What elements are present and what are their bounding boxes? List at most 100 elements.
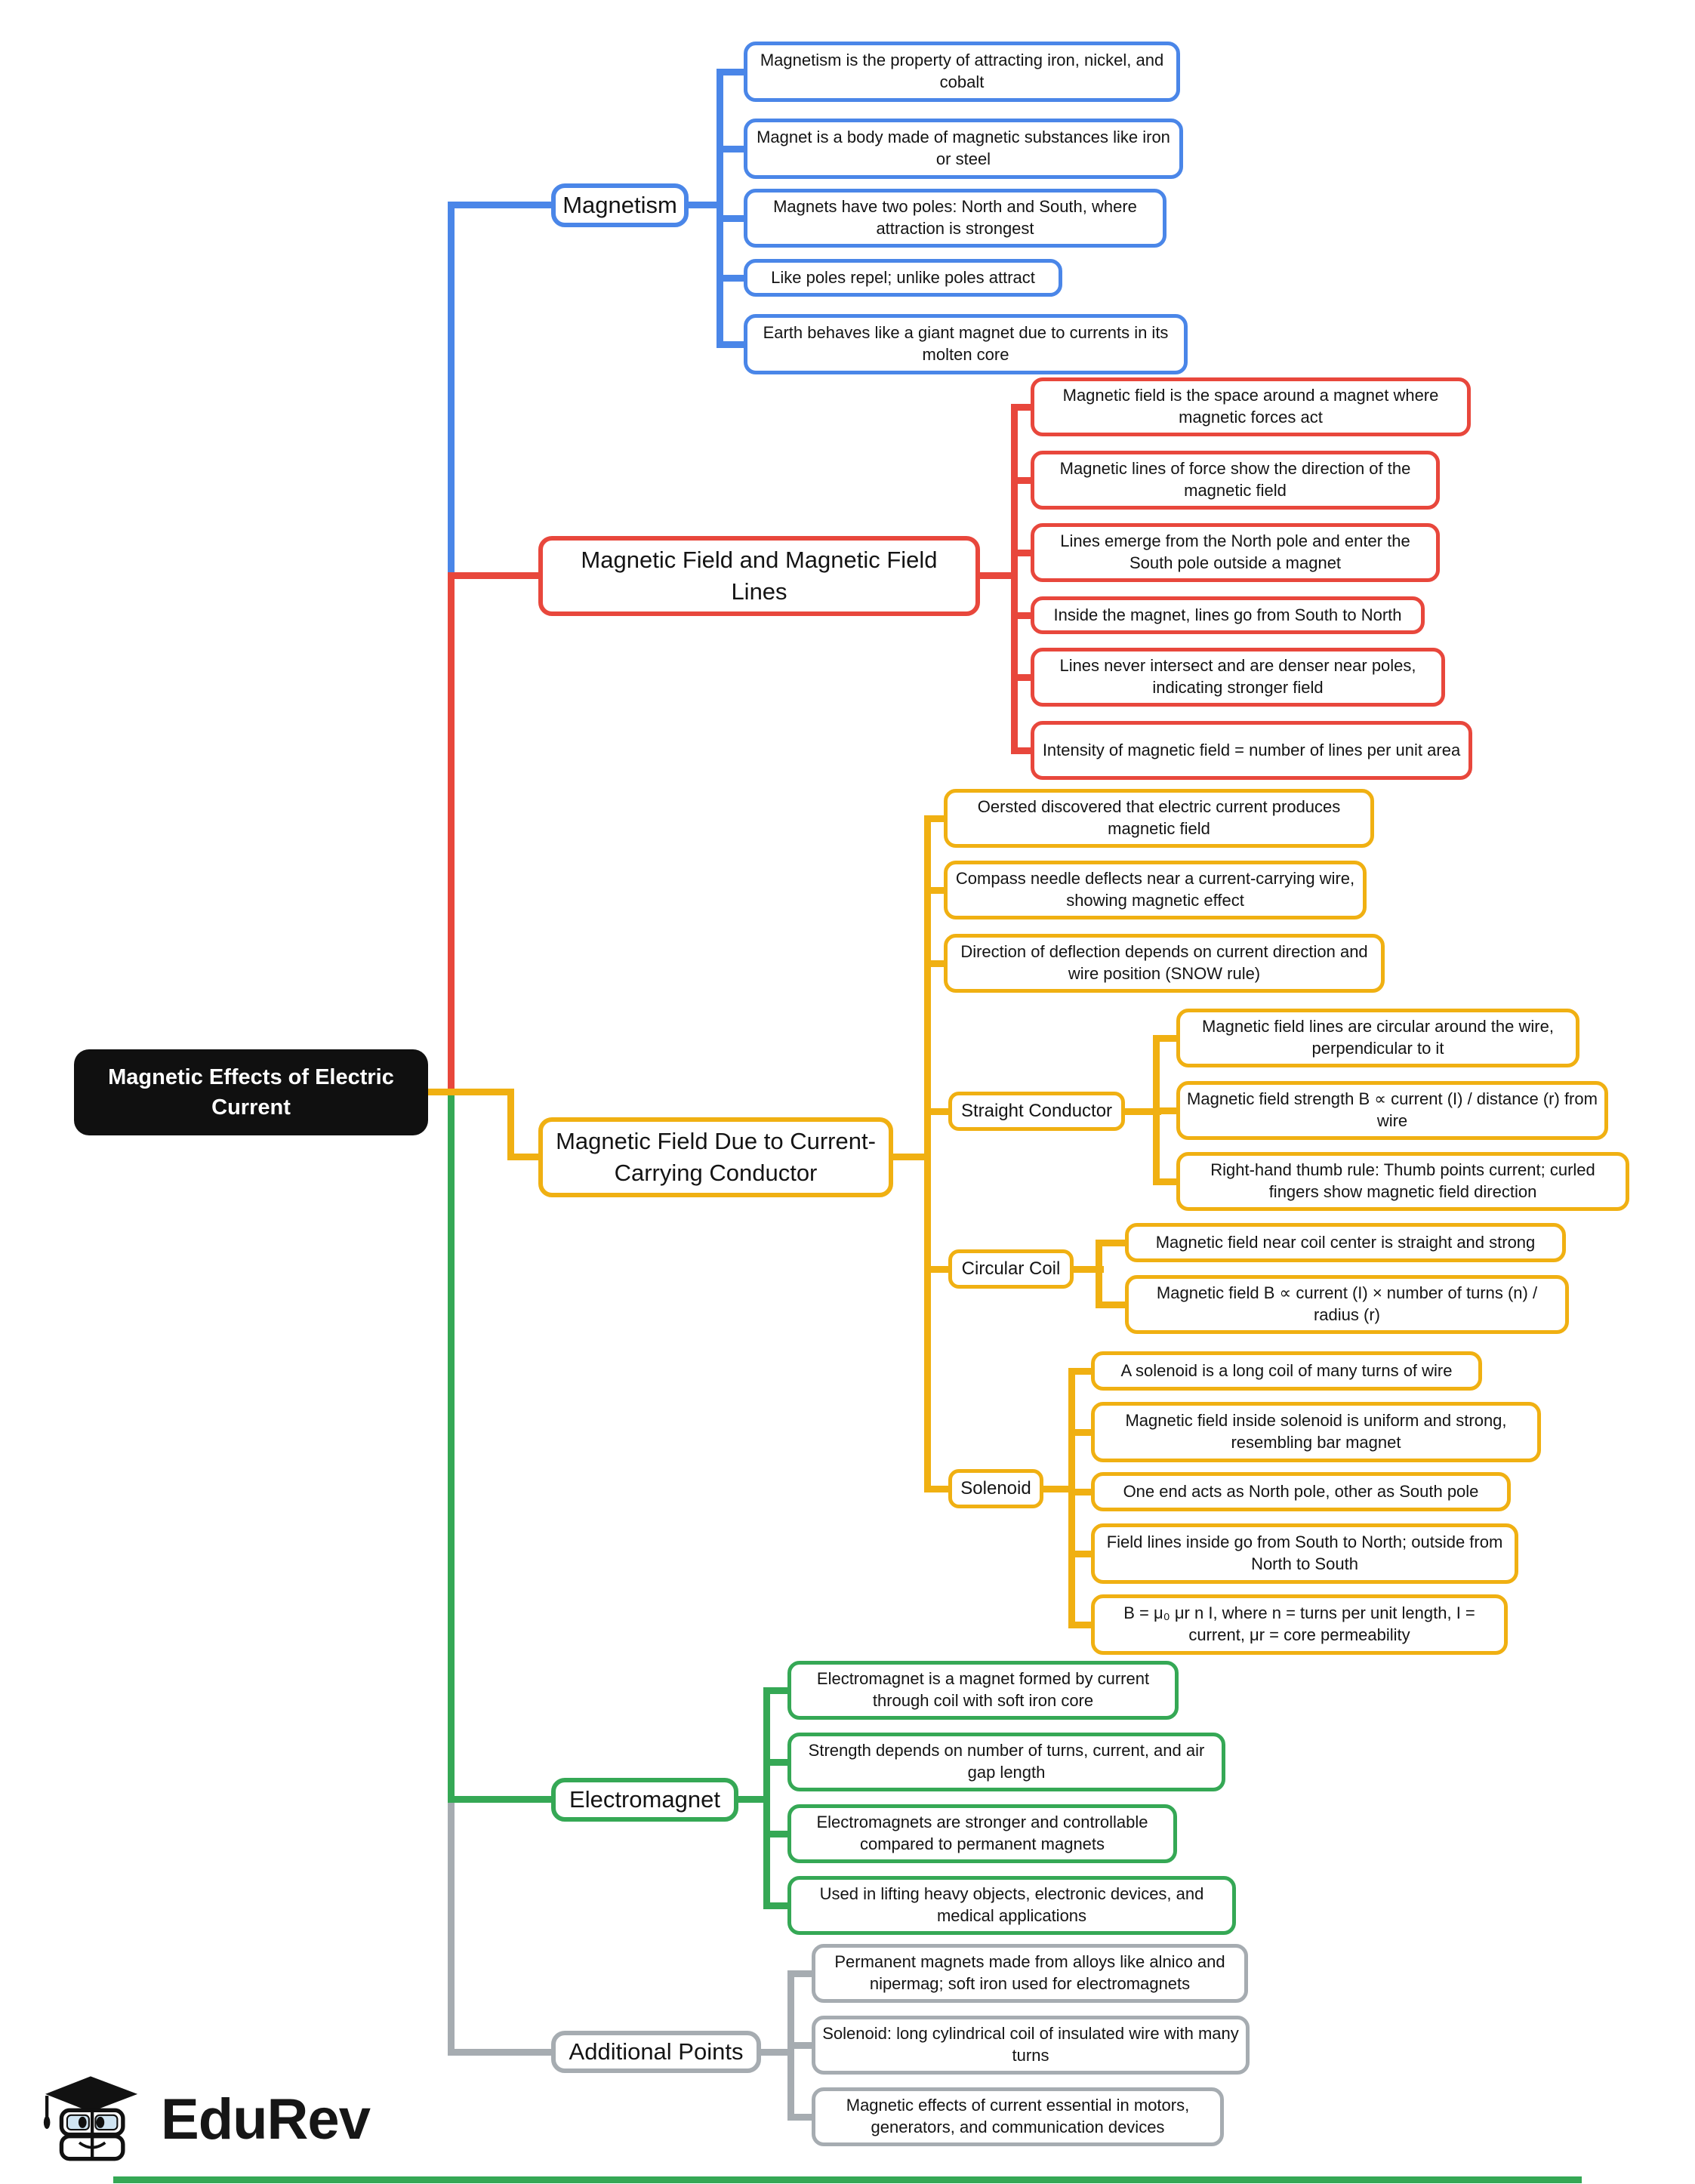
subbranch-node-solenoid: Solenoid bbox=[948, 1469, 1043, 1508]
connector bbox=[1153, 1035, 1176, 1042]
branch-node-magnetism: Magnetism bbox=[551, 183, 689, 227]
child-box: One end acts as North pole, other as Sou… bbox=[1091, 1472, 1511, 1511]
connector bbox=[787, 2042, 812, 2049]
child-box: Intensity of magnetic field = number of … bbox=[1031, 721, 1472, 780]
subbranch-node-circular-coil: Circular Coil bbox=[948, 1249, 1074, 1289]
child-box: Solenoid: long cylindrical coil of insul… bbox=[812, 2016, 1250, 2075]
connector bbox=[1096, 1240, 1102, 1308]
connector bbox=[1068, 1368, 1091, 1375]
connector bbox=[717, 69, 744, 75]
connector bbox=[1068, 1622, 1091, 1628]
edurev-logo: EduRev bbox=[34, 2073, 371, 2166]
edurev-logo-icon bbox=[34, 2073, 147, 2166]
child-box: A solenoid is a long coil of many turns … bbox=[1091, 1351, 1482, 1391]
child-box: Magnetic field B ∝ current (I) × number … bbox=[1125, 1275, 1569, 1334]
connector bbox=[787, 1970, 812, 1977]
branch-node-current-carrying-conductor: Magnetic Field Due to Current-Carrying C… bbox=[538, 1117, 893, 1197]
connector bbox=[427, 1089, 514, 1095]
connector bbox=[1068, 1551, 1091, 1557]
connector bbox=[763, 1902, 787, 1909]
connector bbox=[924, 887, 944, 894]
connector bbox=[892, 1154, 931, 1160]
connector bbox=[507, 1154, 545, 1160]
connector bbox=[1011, 747, 1031, 754]
child-box: Electromagnets are stronger and controll… bbox=[787, 1804, 1177, 1863]
connector bbox=[761, 2049, 794, 2056]
child-box: Magnetic field strength B ∝ current (I) … bbox=[1176, 1081, 1608, 1140]
connector bbox=[448, 2049, 558, 2056]
connector bbox=[717, 215, 744, 222]
connector bbox=[763, 1759, 787, 1766]
child-box: Permanent magnets made from alloys like … bbox=[812, 1944, 1248, 2003]
child-box: Direction of deflection depends on curre… bbox=[944, 934, 1385, 993]
child-box: Magnetic field near coil center is strai… bbox=[1125, 1223, 1566, 1262]
root-node: Magnetic Effects of Electric Current bbox=[74, 1049, 428, 1135]
child-box: Right-hand thumb rule: Thumb points curr… bbox=[1176, 1152, 1629, 1211]
connector bbox=[924, 960, 944, 967]
child-box: Magnets have two poles: North and South,… bbox=[744, 189, 1166, 248]
connector bbox=[1096, 1240, 1125, 1246]
child-box: Electromagnet is a magnet formed by curr… bbox=[787, 1661, 1179, 1720]
connector bbox=[1153, 1178, 1176, 1185]
child-box: Oersted discovered that electric current… bbox=[944, 789, 1374, 848]
connector bbox=[717, 275, 744, 282]
connector bbox=[507, 1089, 514, 1160]
connector bbox=[924, 1266, 948, 1273]
connector bbox=[1011, 404, 1018, 754]
subbranch-node-straight-conductor: Straight Conductor bbox=[948, 1092, 1125, 1131]
child-box: Lines never intersect and are denser nea… bbox=[1031, 648, 1445, 707]
connector bbox=[1011, 674, 1031, 681]
connector bbox=[763, 1831, 787, 1837]
child-box: Magnetic field lines are circular around… bbox=[1176, 1009, 1579, 1067]
child-box: Used in lifting heavy objects, electroni… bbox=[787, 1876, 1236, 1935]
connector bbox=[448, 572, 455, 1092]
connector bbox=[717, 146, 744, 152]
connector bbox=[687, 202, 723, 208]
connector bbox=[763, 1687, 787, 1694]
connector bbox=[924, 815, 931, 1492]
branch-node-additional-points: Additional Points bbox=[551, 2031, 761, 2073]
child-box: Like poles repel; unlike poles attract bbox=[744, 259, 1062, 297]
connector bbox=[717, 69, 723, 348]
child-box: Magnetic effects of current essential in… bbox=[812, 2087, 1224, 2146]
connector bbox=[738, 1796, 770, 1803]
connector bbox=[1011, 477, 1031, 484]
child-box: Field lines inside go from South to Nort… bbox=[1091, 1523, 1518, 1584]
child-box: Compass needle deflects near a current-c… bbox=[944, 861, 1367, 919]
child-box: Magnetic field is the space around a mag… bbox=[1031, 377, 1471, 436]
connector bbox=[448, 1796, 558, 1803]
child-box: Magnetic field inside solenoid is unifor… bbox=[1091, 1402, 1541, 1462]
branch-node-magnetic-field-lines: Magnetic Field and Magnetic Field Lines bbox=[538, 536, 980, 616]
child-box: Inside the magnet, lines go from South t… bbox=[1031, 596, 1425, 634]
connector bbox=[1043, 1486, 1075, 1492]
connector bbox=[717, 341, 744, 348]
connector bbox=[1153, 1107, 1176, 1114]
child-box: Earth behaves like a giant magnet due to… bbox=[744, 314, 1188, 374]
connector bbox=[1096, 1301, 1125, 1308]
connector bbox=[787, 2114, 812, 2121]
child-box: Magnetism is the property of attracting … bbox=[744, 42, 1180, 102]
connector bbox=[1011, 404, 1031, 411]
connector bbox=[924, 1108, 948, 1115]
child-box: Magnet is a body made of magnetic substa… bbox=[744, 119, 1183, 179]
connector bbox=[1068, 1429, 1091, 1436]
edurev-logo-text: EduRev bbox=[161, 2087, 371, 2152]
connector bbox=[448, 202, 558, 208]
connector bbox=[924, 1486, 948, 1492]
connector bbox=[1074, 1266, 1104, 1273]
child-box: Lines emerge from the North pole and ent… bbox=[1031, 523, 1440, 582]
child-box: Strength depends on number of turns, cur… bbox=[787, 1733, 1225, 1791]
connector bbox=[1068, 1489, 1091, 1496]
bottom-accent-bar bbox=[113, 2176, 1582, 2183]
connector bbox=[1011, 612, 1031, 619]
connector bbox=[448, 572, 545, 579]
connector bbox=[978, 572, 1018, 579]
child-box: B = μ₀ μr n I, where n = turns per unit … bbox=[1091, 1594, 1508, 1655]
child-box: Magnetic lines of force show the directi… bbox=[1031, 451, 1440, 510]
connector bbox=[448, 1089, 455, 1803]
connector bbox=[1068, 1368, 1075, 1628]
branch-node-electromagnet: Electromagnet bbox=[551, 1778, 738, 1822]
connector bbox=[1125, 1108, 1161, 1115]
connector bbox=[924, 815, 944, 822]
